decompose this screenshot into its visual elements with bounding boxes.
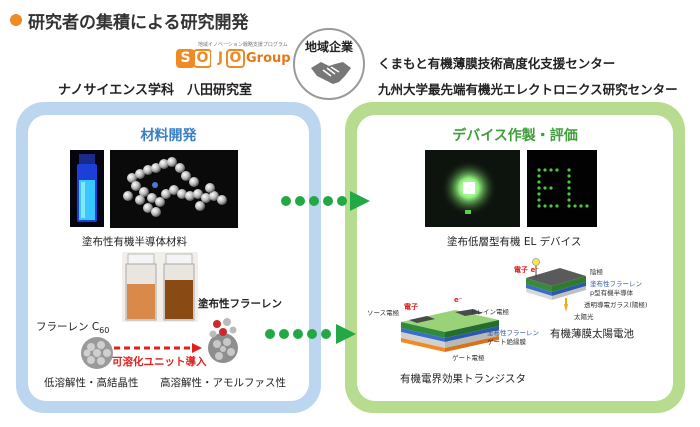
logo-letter-o2: O bbox=[226, 49, 245, 68]
materials-title: 材料開発 bbox=[140, 128, 197, 144]
flow-arrow-bottom bbox=[265, 324, 356, 344]
partner-label: 地域企業 bbox=[304, 40, 353, 54]
semiconductor-caption: 塗布性有機半導体材料 bbox=[82, 236, 187, 248]
solubility-bottles-photo bbox=[122, 252, 198, 322]
lab-name: ナノサイエンス学科 八田研究室 bbox=[58, 83, 252, 98]
solar-cell-caption: 有機薄膜太陽電池 bbox=[550, 328, 634, 340]
fullerene-properties: 低溶解性・高結晶性 bbox=[44, 377, 139, 389]
el-device-caption: 塗布低層型有機 EL デバイス bbox=[447, 236, 582, 248]
el-device-glow-photo bbox=[425, 150, 520, 227]
transistor-drain-label: ドレイン電極 bbox=[470, 308, 509, 316]
logo-letter-o1: O bbox=[193, 49, 212, 68]
fullerene-c60-label: フラーレン C60 bbox=[36, 321, 110, 336]
molecule-model-photo bbox=[110, 150, 238, 228]
transistor-electron-symbol: e⁻ bbox=[454, 296, 463, 304]
coatable-fullerene-properties: 高溶解性・アモルファス性 bbox=[160, 377, 286, 389]
solubilizing-unit-label: 可溶化ユニット導入 bbox=[112, 356, 207, 368]
flow-arrow-top bbox=[281, 191, 370, 211]
transistor-gate-label: ゲート電極 bbox=[452, 354, 485, 362]
solar-cell-diagram bbox=[526, 258, 586, 312]
sojo-group-logo: 地域イノベーション戦略支援プログラム S O J O Group bbox=[176, 42, 291, 72]
transistor-insulator-label: ゲート絶縁膜 bbox=[487, 338, 526, 346]
solar-electron-label: 電子 e⁻ bbox=[514, 266, 539, 274]
partner-circle: 地域企業 bbox=[293, 28, 365, 100]
transistor-source-label: ソース電極 bbox=[367, 309, 400, 317]
logo-tagline: 地域イノベーション戦略支援プログラム bbox=[198, 42, 288, 48]
handshake-icon bbox=[311, 62, 351, 84]
transistor-caption: 有機電界効果トランジスタ bbox=[400, 373, 526, 385]
fullerene-c60-ball bbox=[81, 337, 113, 369]
solar-sunlight-label: 太陽光 bbox=[574, 313, 594, 321]
logo-letter-j: J bbox=[211, 49, 230, 68]
fluorescent-vial-photo bbox=[70, 150, 104, 227]
page-title: 研究者の集積による研究開発 bbox=[28, 13, 249, 33]
coatable-fullerene-molecule bbox=[208, 318, 238, 363]
transistor-electron-label: 電子 bbox=[404, 303, 418, 311]
title-bullet bbox=[10, 14, 22, 26]
logo-group-text: Group bbox=[246, 51, 291, 66]
solar-fullerene-label: 塗布性フラーレン bbox=[590, 280, 642, 288]
logo-letter-s: S bbox=[176, 49, 195, 68]
center-name-kumamoto: くまもと有機薄膜技術高度化支援センター bbox=[378, 56, 616, 71]
devices-title: デバイス作製・評価 bbox=[452, 128, 578, 144]
transistor-diagram bbox=[401, 309, 499, 352]
solubilizing-unit-arrow bbox=[114, 343, 202, 353]
transistor-fullerene-label: 塗布性フラーレン bbox=[487, 329, 539, 337]
solar-cathode-label: 陰極 bbox=[590, 268, 603, 276]
solar-glass-label: 透明導電ガラス(陽極) bbox=[584, 301, 648, 309]
coatable-fullerene-label: 塗布性フラーレン bbox=[198, 298, 282, 310]
center-name-kyushu: 九州大学最先端有機光エレクトロニクス研究センター bbox=[378, 82, 678, 97]
solar-ptype-label: p型有機半導体 bbox=[590, 289, 634, 297]
el-display-photo bbox=[527, 150, 597, 227]
